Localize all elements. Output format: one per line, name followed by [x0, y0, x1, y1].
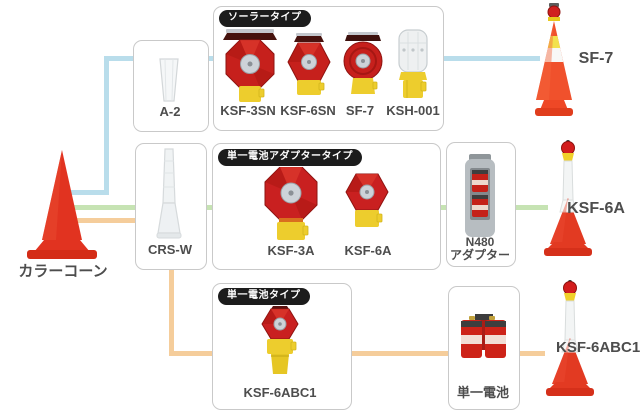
solar-type-chip: ソーラータイプ: [219, 10, 311, 27]
battery-type-chip: 単一電池タイプ: [218, 288, 310, 305]
sf7-product-image: [338, 30, 388, 100]
battery-cells-label: 単一電池: [456, 385, 509, 400]
color-cone-label: カラーコーン: [18, 263, 108, 280]
sf7-assembled-image: [522, 2, 586, 118]
n480-label-line2: アダプター: [449, 248, 510, 262]
ksf-6a-product-image: [342, 168, 392, 242]
ksf-6a-assembled-label: KSF-6A: [567, 200, 625, 217]
sf7-assembled-label: SF-7: [578, 50, 614, 67]
battery-cells-image: [458, 312, 510, 360]
connector-orange-vertical: [169, 218, 174, 356]
ksf-6sn-label: KSF-6SN: [280, 103, 336, 118]
ksf-6abc1-assembled-image: [540, 278, 600, 400]
ksf-3a-image: [258, 162, 324, 246]
color-cone-image: [10, 146, 114, 268]
connector-orange-left: [62, 218, 174, 223]
ksf-6abc1-assembled-label: KSF-6ABC1: [556, 339, 640, 356]
a2-adapter-image: [151, 56, 187, 104]
ksf-3a-label: KSF-3A: [267, 243, 315, 258]
ksh-001-label: KSH-001: [386, 103, 440, 118]
crsw-adapter-image: [152, 147, 186, 243]
ksf-3sn-label: KSF-3SN: [220, 103, 276, 118]
connector-orange-bottom: [169, 351, 545, 356]
ksf-6a-product-label: KSF-6A: [344, 243, 392, 258]
n480-adapter-image: [460, 152, 500, 244]
connector-blue-vertical: [104, 56, 109, 195]
ksf-6sn-image: [284, 32, 334, 102]
ksh-001-image: [391, 28, 435, 102]
sf7-product-label: SF-7: [345, 103, 375, 118]
adapter-type-chip: 単一電池アダプタータイプ: [218, 149, 362, 166]
connector-blue-cone-stub: [66, 190, 108, 195]
ksf-3sn-image: [219, 26, 281, 104]
a2-label: A-2: [159, 104, 181, 119]
n480-label-line1: N480: [465, 235, 495, 249]
ksf-6abc1-product-image: [252, 304, 308, 386]
ksf-6a-assembled-image: [538, 138, 598, 260]
ksf-6abc1-product-label: KSF-6ABC1: [243, 385, 317, 400]
crsw-label: CRS-W: [147, 242, 193, 257]
